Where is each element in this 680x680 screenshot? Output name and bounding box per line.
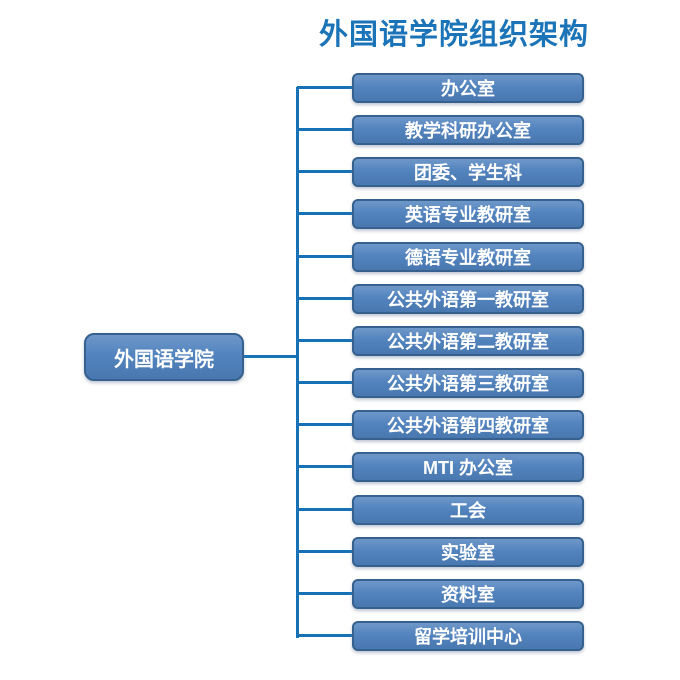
org-branch-row: MTI 办公室	[297, 452, 584, 482]
connector-branch-line	[297, 550, 354, 553]
org-node-label: 办公室	[441, 79, 495, 99]
org-node-label: 教学科研办公室	[405, 121, 531, 141]
org-node-label: 公共外语第四教研室	[387, 416, 549, 436]
org-branch-row: 德语专业教研室	[297, 242, 584, 272]
connector-branch-line	[297, 634, 354, 637]
org-node-box: MTI 办公室	[352, 452, 584, 482]
org-node-box: 德语专业教研室	[352, 242, 584, 272]
connector-branch-line	[297, 128, 354, 131]
connector-branch-line	[297, 339, 354, 342]
org-node-label: 英语专业教研室	[405, 205, 531, 225]
org-branch-row: 资料室	[297, 579, 584, 609]
connector-branch-line	[297, 508, 354, 511]
connector-branch-line	[297, 255, 354, 258]
org-branch-row: 工会	[297, 495, 584, 525]
org-branch-row: 公共外语第四教研室	[297, 410, 584, 440]
org-node-label: 公共外语第三教研室	[387, 374, 549, 394]
org-node-label: MTI 办公室	[423, 458, 513, 478]
org-node-label: 公共外语第二教研室	[387, 332, 549, 352]
org-root-label: 外国语学院	[114, 348, 214, 371]
org-node-box: 工会	[352, 495, 584, 525]
org-node-box: 实验室	[352, 537, 584, 567]
connector-branch-line	[297, 170, 354, 173]
org-node-box: 公共外语第一教研室	[352, 284, 584, 314]
connector-branch-line	[297, 381, 354, 384]
org-node-label: 工会	[450, 501, 486, 521]
connector-trunk-line	[296, 87, 299, 638]
org-node-box: 公共外语第二教研室	[352, 326, 584, 356]
org-branch-row: 教学科研办公室	[297, 115, 584, 145]
org-node-label: 留学培训中心	[414, 627, 522, 647]
org-node-label: 实验室	[441, 543, 495, 563]
org-node-label: 公共外语第一教研室	[387, 290, 549, 310]
org-branch-row: 团委、学生科	[297, 157, 584, 187]
chart-title: 外国语学院组织架构	[318, 19, 590, 51]
org-node-box: 教学科研办公室	[352, 115, 584, 145]
connector-branch-line	[297, 297, 354, 300]
org-node-box: 留学培训中心	[352, 621, 584, 651]
connector-branch-line	[297, 465, 354, 468]
org-node-label: 团委、学生科	[414, 163, 522, 183]
org-node-label: 德语专业教研室	[405, 248, 531, 268]
org-branch-row: 办公室	[297, 73, 584, 103]
org-branch-row: 公共外语第一教研室	[297, 284, 584, 314]
connector-branch-line	[297, 86, 354, 89]
org-branch-row: 公共外语第二教研室	[297, 326, 584, 356]
org-branch-row: 公共外语第三教研室	[297, 368, 584, 398]
org-node-label: 资料室	[441, 585, 495, 605]
org-branch-row: 英语专业教研室	[297, 199, 584, 229]
org-node-box: 资料室	[352, 579, 584, 609]
org-branch-row: 留学培训中心	[297, 621, 584, 651]
connector-branch-line	[297, 212, 354, 215]
connector-root-line	[243, 355, 297, 358]
org-node-box: 团委、学生科	[352, 157, 584, 187]
org-node-box: 公共外语第三教研室	[352, 368, 584, 398]
org-node-box: 公共外语第四教研室	[352, 410, 584, 440]
org-node-box: 办公室	[352, 73, 584, 103]
connector-branch-line	[297, 423, 354, 426]
org-node-box: 英语专业教研室	[352, 199, 584, 229]
connector-branch-line	[297, 592, 354, 595]
org-branch-row: 实验室	[297, 537, 584, 567]
org-root-node: 外国语学院	[84, 333, 244, 381]
